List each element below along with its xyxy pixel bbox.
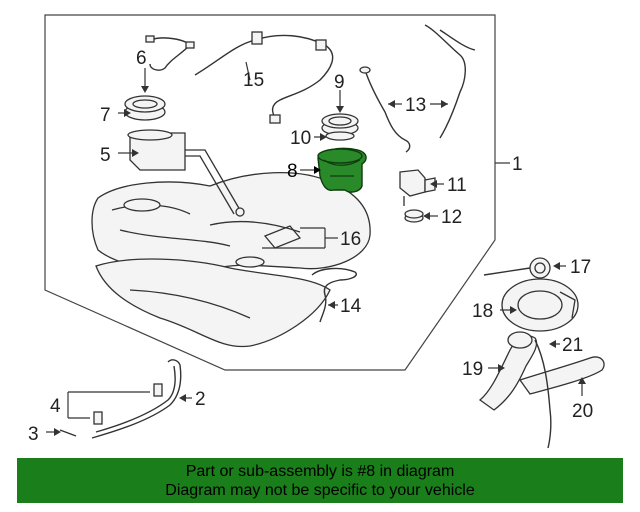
callout-5[interactable]: 5 [100, 145, 111, 166]
part-13-tube [359, 24, 476, 153]
part-11-sensor [399, 169, 436, 206]
part-21-vent-line [534, 339, 552, 449]
part-10-seal [325, 131, 355, 141]
assembly-frame [44, 14, 496, 371]
callout-3[interactable]: 3 [28, 424, 39, 445]
callout-12[interactable]: 12 [441, 207, 462, 228]
part-6-harness [145, 35, 195, 71]
callout-4[interactable]: 4 [50, 396, 61, 417]
info-banner: Part or sub-assembly is #8 in diagram Di… [17, 458, 623, 503]
part-14-line [311, 267, 357, 323]
parts-diagram: 1 2 3 4 5 6 7 8 9 10 11 12 13 14 15 16 1… [28, 14, 605, 449]
callout-20[interactable]: 20 [572, 401, 593, 422]
part-19-filler-pipe [478, 331, 538, 411]
callout-2[interactable]: 2 [195, 389, 206, 410]
part-9-lock-ring [321, 113, 359, 136]
part-5-sender [127, 129, 245, 217]
callout-6[interactable]: 6 [136, 48, 147, 69]
banner-line-disclaimer: Diagram may not be specific to your vehi… [165, 482, 475, 499]
callout-9[interactable]: 9 [334, 72, 345, 93]
part-3-bolt [59, 429, 77, 437]
callout-19[interactable]: 19 [462, 359, 483, 380]
part-7-lock-ring [124, 95, 166, 121]
callout-7[interactable]: 7 [100, 105, 111, 126]
part-18-filler-housing [501, 278, 579, 332]
part-20-hose [518, 356, 605, 395]
callout-16[interactable]: 16 [340, 229, 361, 250]
callout-21[interactable]: 21 [562, 335, 583, 356]
callout-15[interactable]: 15 [243, 70, 264, 91]
callout-13[interactable]: 13 [405, 95, 426, 116]
callout-14[interactable]: 14 [340, 296, 362, 317]
callout-18[interactable]: 18 [472, 301, 493, 322]
callout-10[interactable]: 10 [290, 128, 311, 149]
callout-17[interactable]: 17 [570, 257, 591, 278]
callout-11[interactable]: 11 [447, 175, 467, 196]
part-2-strap [91, 359, 182, 439]
part-17-cap [483, 257, 551, 279]
part-12-grommet [404, 209, 424, 223]
fuel-tank [91, 172, 371, 348]
callout-8[interactable]: 8 [287, 161, 298, 182]
leader-15 [245, 61, 251, 81]
part-15-harness [194, 31, 334, 124]
part-4-bolts [93, 383, 163, 425]
banner-line-part: Part or sub-assembly is #8 in diagram [185, 463, 455, 480]
part-8-fuel-pump-module [317, 147, 367, 193]
callout-1[interactable]: 1 [512, 154, 523, 175]
